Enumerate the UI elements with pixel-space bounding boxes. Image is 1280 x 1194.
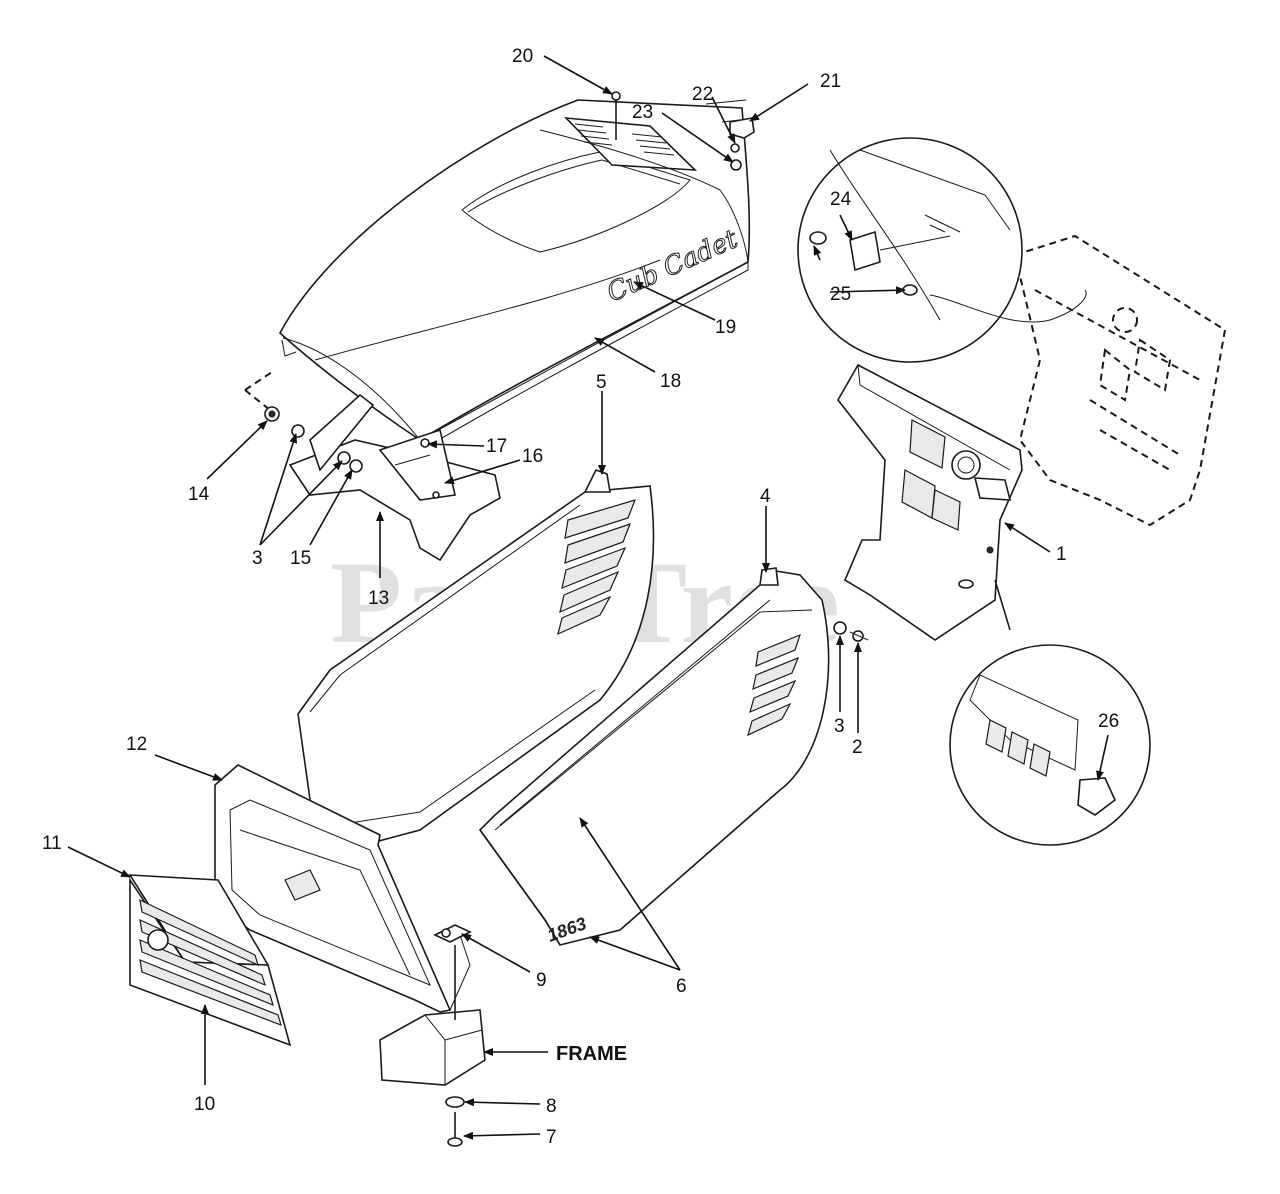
callout-20: 20 — [512, 46, 533, 67]
callout-22: 22 — [692, 84, 713, 105]
callout-3b: 3 — [834, 716, 845, 737]
left-side-panel — [297, 469, 655, 851]
right-panel-louvers — [747, 633, 801, 737]
frame-label: FRAME — [556, 1043, 627, 1065]
callout-2: 2 — [852, 737, 863, 758]
callout-13: 13 — [368, 588, 389, 609]
hood-vent-slots — [574, 123, 675, 156]
callout-7: 7 — [546, 1127, 557, 1148]
callout-11: 11 — [42, 833, 62, 854]
callout-17: 17 — [486, 436, 507, 457]
callout-25: 25 — [830, 284, 851, 305]
grille-slats — [139, 898, 282, 1026]
callout-15: 15 — [290, 548, 311, 569]
detail-circle-bracket — [949, 579, 1151, 846]
callout-12: 12 — [126, 734, 147, 755]
callout-19: 19 — [715, 317, 736, 338]
callout-23: 23 — [632, 102, 653, 123]
side-panel-fasteners — [833, 621, 869, 642]
grille-insert — [128, 874, 292, 1047]
left-panel-louvers — [557, 499, 637, 636]
callout-24: 24 — [830, 189, 852, 210]
callout-26: 26 — [1098, 711, 1119, 732]
callout-14: 14 — [188, 484, 210, 505]
callout-8: 8 — [546, 1096, 557, 1117]
dashboard-housing-dashed — [1013, 234, 1227, 527]
callout-21: 21 — [820, 71, 841, 92]
callout-numbers: 20 22 23 21 24 25 19 18 17 16 14 3 15 13… — [42, 46, 1119, 1148]
callout-10: 10 — [194, 1094, 215, 1115]
callout-leaders — [67, 55, 1109, 1140]
hood — [278, 99, 751, 449]
callout-1: 1 — [1056, 544, 1067, 565]
callout-6: 6 — [676, 976, 687, 997]
callout-3a: 3 — [252, 548, 263, 569]
callout-4: 4 — [760, 486, 771, 507]
callout-16: 16 — [522, 446, 543, 467]
frame-block — [379, 924, 486, 1147]
right-side-panel — [478, 567, 830, 946]
callout-5: 5 — [596, 372, 607, 393]
detail-circle-hinge — [797, 137, 1087, 363]
callout-9: 9 — [536, 970, 547, 991]
dash-panel — [837, 363, 1023, 641]
callout-18: 18 — [660, 371, 681, 392]
